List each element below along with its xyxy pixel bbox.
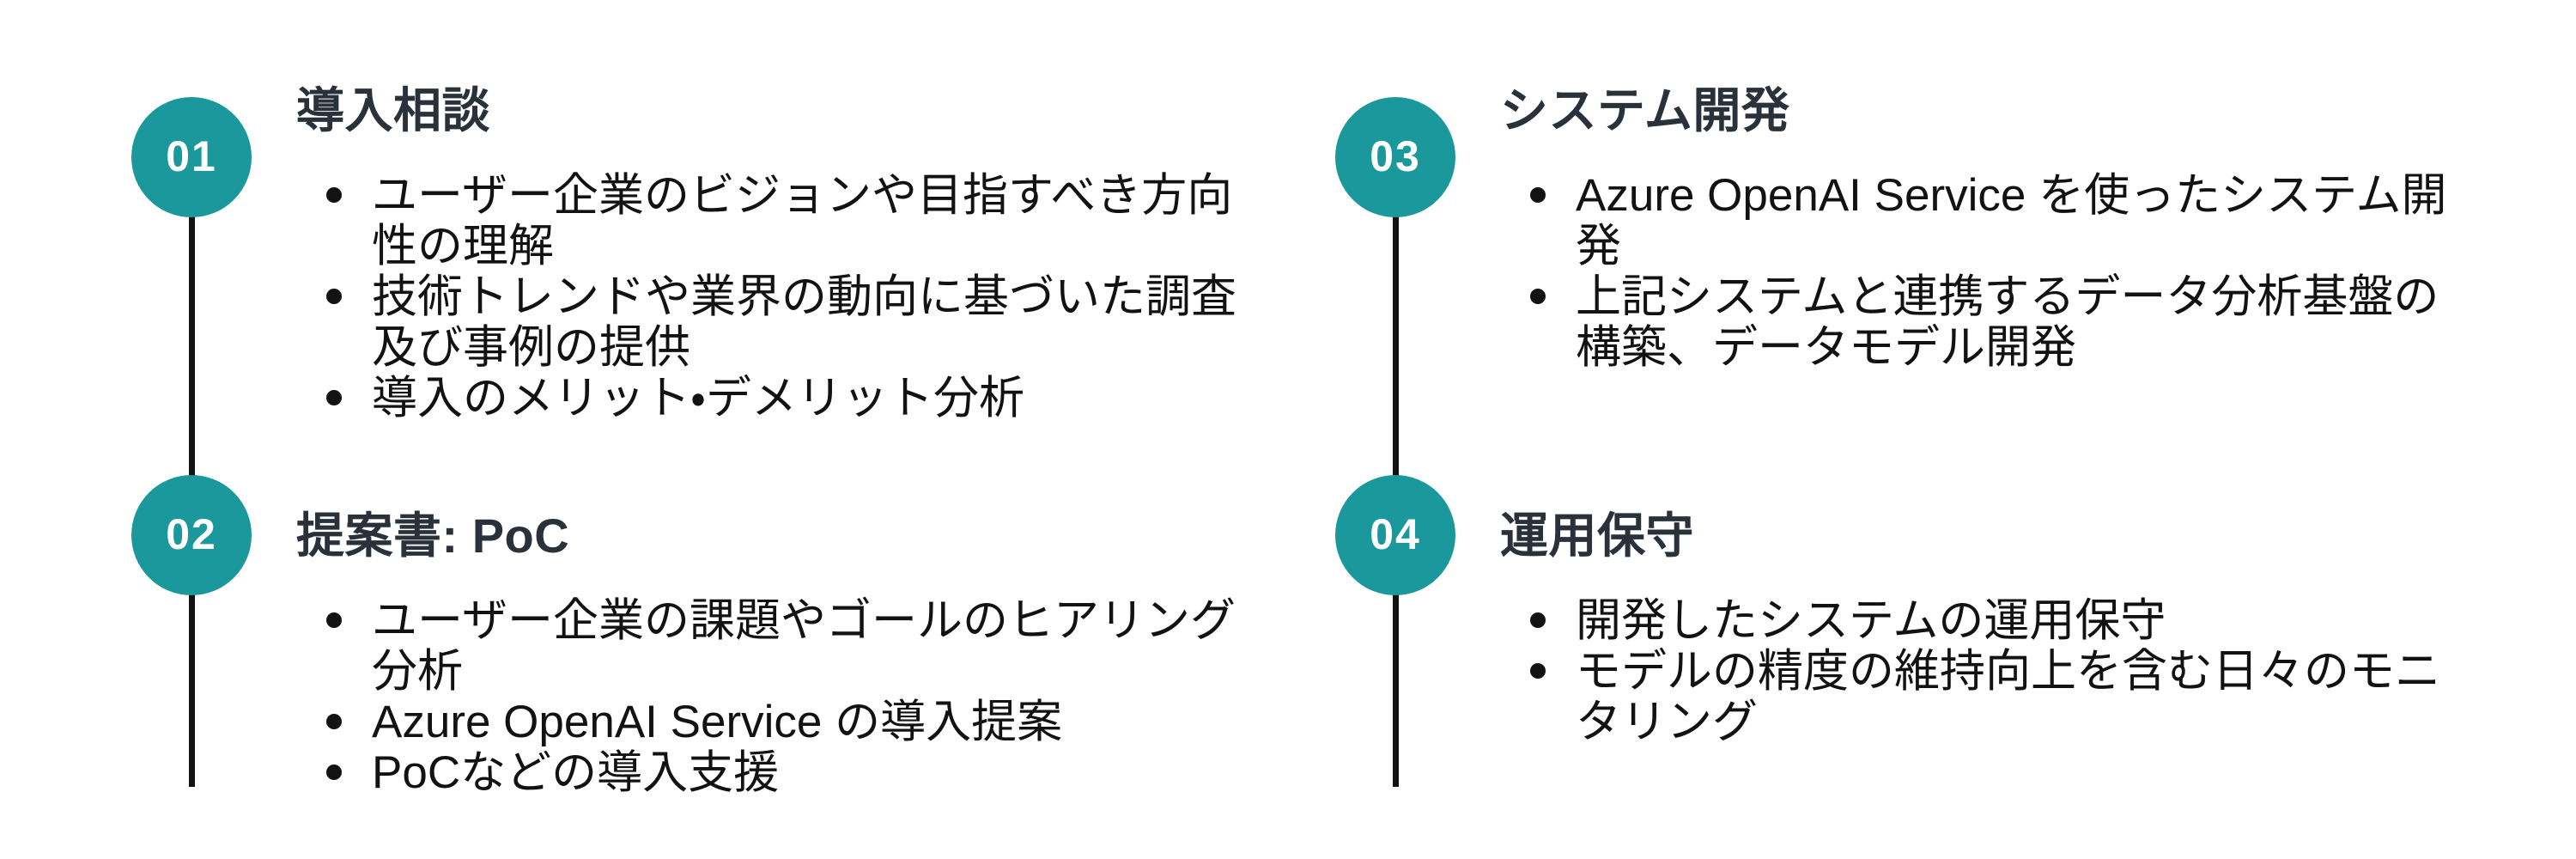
- bullet-item: Azure OpenAI Service の導入提案: [326, 697, 1292, 747]
- bullet-dot: [1530, 187, 1546, 203]
- bullet-dot: [326, 187, 342, 203]
- bullet-dot: [1530, 289, 1546, 304]
- step-number-badge: 04: [1335, 475, 1455, 595]
- bullet-text: 開発したシステムの運用保守: [1576, 595, 2166, 646]
- bullet-text: ユーザー企業のビジョンや目指すべき方向性の理解: [372, 170, 1233, 271]
- bullet-dot: [326, 765, 342, 780]
- bullet-item: ユーザー企業のビジョンや目指すべき方向性の理解: [326, 170, 1292, 271]
- bullet-text: ユーザー企業の課題やゴールのヒアリング分析: [372, 595, 1236, 697]
- step-connector-line: [188, 211, 195, 479]
- step-number: 02: [166, 510, 217, 558]
- step-number-badge: 01: [131, 97, 252, 217]
- step-title: 導入相談: [296, 83, 490, 137]
- bullet-list: 開発したシステムの運用保守 モデルの精度の維持向上を含む日々のモニタリング: [1530, 595, 2496, 747]
- bullet-dot: [326, 289, 342, 304]
- bullet-dot: [326, 612, 342, 628]
- bullet-item: 導入のメリット・デメリット分析: [326, 373, 1292, 423]
- bullet-item: PoCなどの導入支援: [326, 747, 1292, 798]
- bullet-text: 技術トレンドや業界の動向に基づいた調査及び事例の提供: [372, 271, 1236, 373]
- bullet-text: PoCなどの導入支援: [372, 747, 780, 798]
- bullet-item: モデルの精度の維持向上を含む日々のモニタリング: [1530, 646, 2496, 747]
- step-number-badge: 03: [1335, 97, 1455, 217]
- bullet-item: 開発したシステムの運用保守: [1530, 595, 2496, 646]
- bullet-text: Azure OpenAI Service の導入提案: [372, 697, 1063, 747]
- step-connector-line: [188, 589, 195, 787]
- bullet-dot: [1530, 612, 1546, 628]
- bullet-dot: [1530, 663, 1546, 679]
- bullet-item: Azure OpenAI Service を使ったシステム開発: [1530, 170, 2496, 271]
- step-connector-line: [1392, 589, 1399, 787]
- bullet-list: Azure OpenAI Service を使ったシステム開発 上記システムと連…: [1530, 170, 2496, 373]
- bullet-dot: [326, 390, 342, 405]
- step-connector-line: [1392, 211, 1399, 479]
- bullet-text: 上記システムと連携するデータ分析基盤の構築、データモデル開発: [1576, 271, 2439, 373]
- bullet-text: モデルの精度の維持向上を含む日々のモニタリング: [1576, 646, 2440, 747]
- bullet-text: 導入のメリット・デメリット分析: [372, 373, 1025, 423]
- bullet-item: 技術トレンドや業界の動向に基づいた調査及び事例の提供: [326, 271, 1292, 373]
- bullet-item: ユーザー企業の課題やゴールのヒアリング分析: [326, 595, 1292, 697]
- step-number-badge: 02: [131, 475, 252, 595]
- bullet-item: 上記システムと連携するデータ分析基盤の構築、データモデル開発: [1530, 271, 2496, 373]
- step-title: 提案書: PoC: [296, 509, 570, 563]
- step-title: 運用保守: [1500, 509, 1694, 563]
- bullet-list: ユーザー企業のビジョンや目指すべき方向性の理解 技術トレンドや業界の動向に基づい…: [326, 170, 1292, 423]
- bullet-list: ユーザー企業の課題やゴールのヒアリング分析 Azure OpenAI Servi…: [326, 595, 1292, 798]
- step-number: 01: [166, 132, 217, 180]
- bullet-text: Azure OpenAI Service を使ったシステム開発: [1576, 170, 2447, 271]
- bullet-dot: [326, 714, 342, 729]
- step-number: 04: [1370, 510, 1421, 558]
- step-title: システム開発: [1500, 83, 1790, 137]
- step-number: 03: [1370, 132, 1421, 180]
